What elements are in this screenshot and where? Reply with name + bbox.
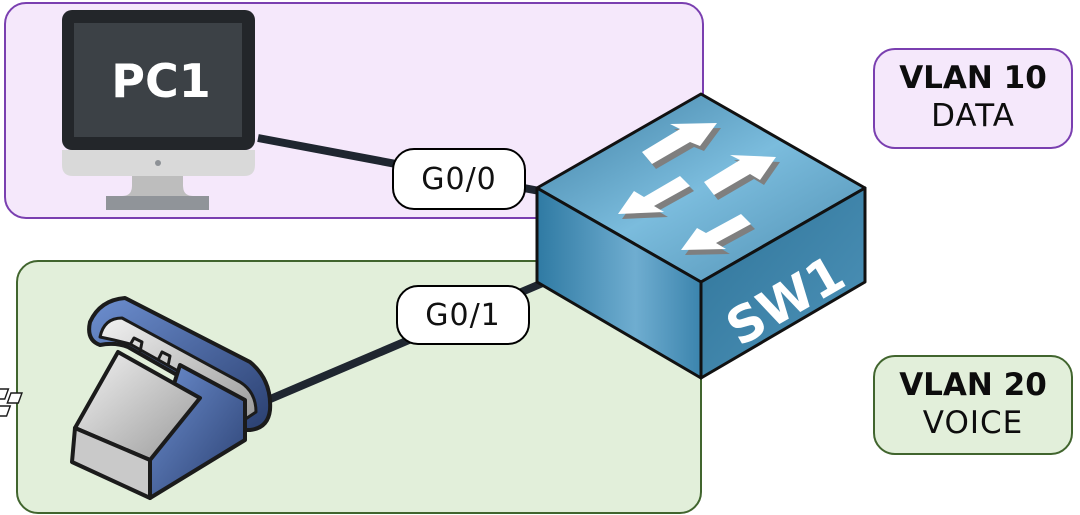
vlan10-id: VLAN 10 (899, 60, 1047, 96)
port-g00-text: G0/0 (421, 161, 497, 197)
keypad-key (0, 388, 10, 400)
vlan20-legend: VLAN 20 VOICE (873, 355, 1073, 455)
keypad-key (0, 405, 12, 417)
ip-phone-icon[interactable] (70, 296, 273, 500)
port-g01-text: G0/1 (425, 297, 501, 333)
port-label-g0-0: G0/0 (392, 148, 526, 210)
keypad (0, 388, 23, 417)
vlan10-legend: VLAN 10 DATA (873, 48, 1073, 149)
keypad-key (6, 392, 23, 404)
vlan20-id: VLAN 20 (899, 367, 1047, 403)
vlan20-name: VOICE (922, 405, 1024, 441)
switch-arrows-icon (618, 123, 780, 255)
port-label-g0-1: G0/1 (396, 285, 530, 345)
vlan10-name: DATA (931, 98, 1015, 134)
switch-sw1-icon[interactable] (535, 92, 867, 380)
pc1-icon[interactable]: PC1 (62, 10, 255, 210)
pc1-label: PC1 (111, 54, 210, 108)
